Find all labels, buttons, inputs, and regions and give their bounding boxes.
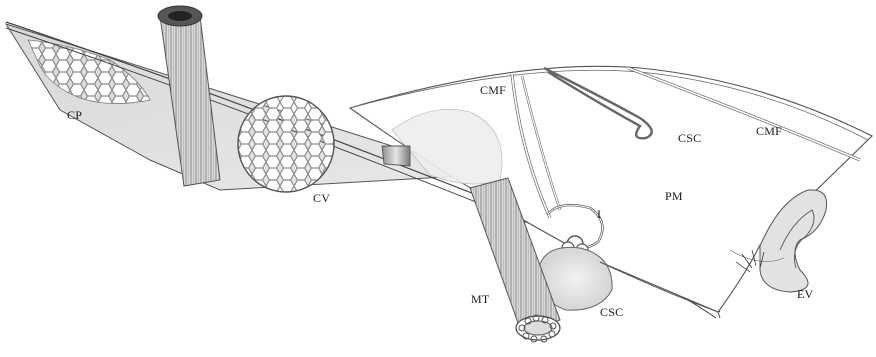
label-mt: MT	[471, 292, 489, 307]
label-ev: EV	[797, 287, 813, 302]
label-cv: CV	[313, 191, 330, 206]
coated-vesicle-sphere	[238, 96, 334, 192]
label-i: I	[597, 207, 601, 222]
cylinder-stub	[382, 146, 410, 166]
label-csc-top: CSC	[678, 131, 701, 146]
label-csc-bottom: CSC	[600, 305, 623, 320]
label-cmf-right: CMF	[756, 124, 782, 139]
label-cp: CP	[67, 108, 82, 123]
label-pm: PM	[665, 189, 683, 204]
label-cmf-left: CMF	[480, 83, 506, 98]
